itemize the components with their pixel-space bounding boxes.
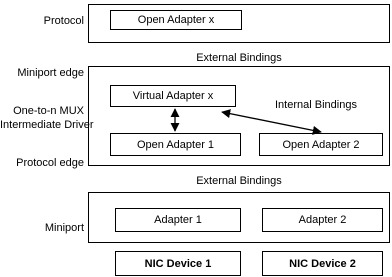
virtual-adapter-x-box: Virtual Adapter x (110, 85, 236, 107)
miniport-label: Miniport (44, 222, 84, 234)
open-adapter-1-box: Open Adapter 1 (110, 133, 241, 156)
adapter-1-box: Adapter 1 (115, 208, 241, 232)
open-adapter-x-box: Open Adapter x (110, 10, 242, 30)
nic-device-1-box: NIC Device 1 (115, 251, 241, 276)
driver-name-line1: One-to-n MUX (13, 105, 84, 117)
protocol-label: Protocol (43, 15, 84, 27)
external-bindings-bottom-label: External Bindings (196, 175, 282, 187)
open-adapter-2-box: Open Adapter 2 (259, 133, 383, 156)
adapter-2-box: Adapter 2 (262, 208, 383, 232)
external-bindings-top-label: External Bindings (196, 52, 282, 64)
diagonal-binding-arrow (221, 109, 322, 135)
protocol-edge-label: Protocol edge (16, 157, 84, 169)
miniport-edge-label: Miniport edge (17, 67, 84, 79)
nic-device-2-box: NIC Device 2 (262, 251, 383, 276)
internal-bindings-label: Internal Bindings (275, 99, 357, 111)
driver-name-line2: Intermediate Driver (0, 119, 94, 131)
